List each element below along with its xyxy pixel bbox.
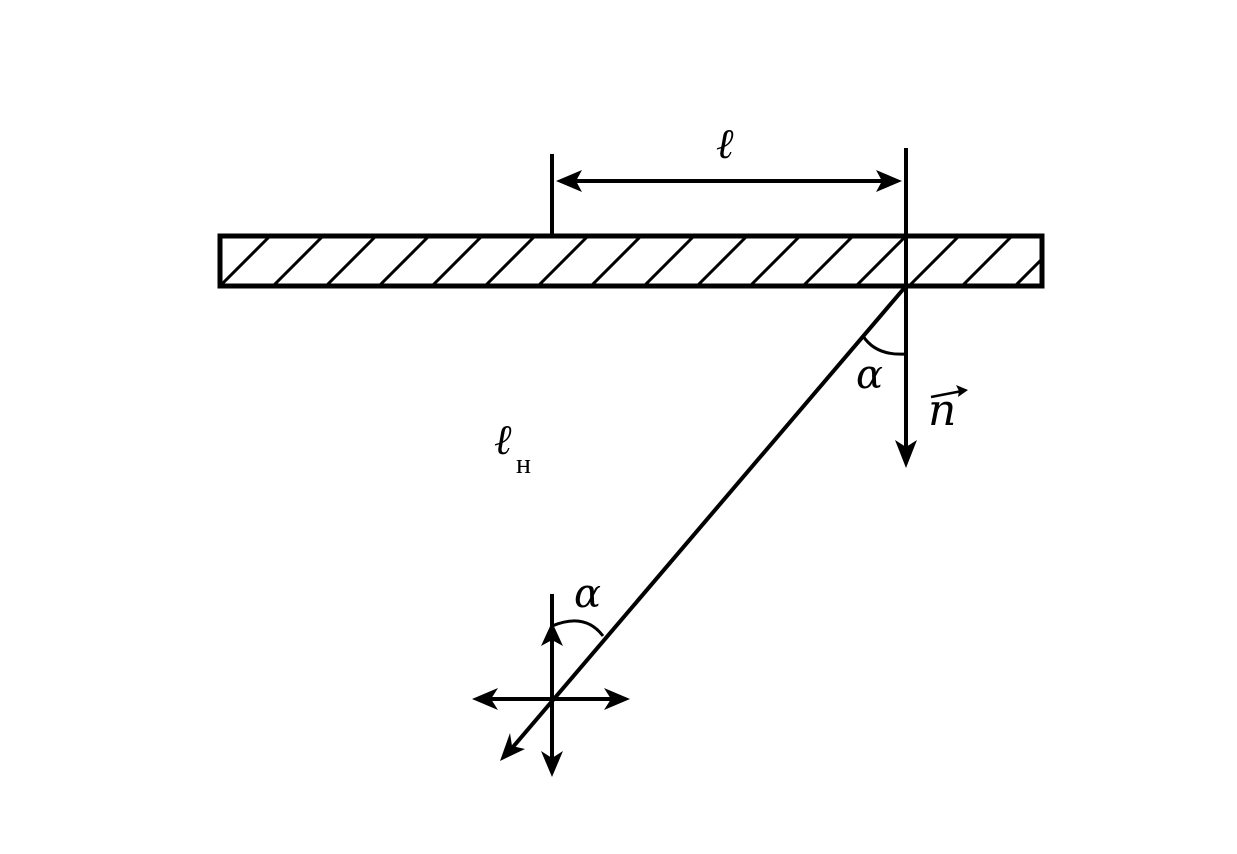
cross-arrow-left — [472, 688, 498, 710]
normal-vector-label: n — [928, 385, 968, 436]
length-n-label: ℓ н — [494, 415, 531, 480]
angle-label-top: α — [856, 352, 883, 398]
oblique-ray-arrowhead — [500, 733, 525, 761]
oblique-ray — [505, 284, 908, 756]
normal-vector-arrowhead — [895, 440, 917, 468]
hatched-plate — [217, 233, 1045, 289]
cross-arrow-up — [541, 622, 563, 646]
angle-label-bottom: α — [574, 571, 601, 617]
length-n-main: ℓ — [494, 415, 512, 464]
dimension-arrow — [556, 170, 902, 192]
angle-arc-bottom — [551, 619, 605, 637]
length-n-subscript: н — [516, 449, 531, 480]
plate-hatching — [220, 236, 1042, 286]
vector-arrow-head — [956, 385, 968, 397]
cross-arrow-down — [541, 751, 563, 777]
angle-arc-top — [861, 335, 907, 356]
length-label: ℓ — [716, 119, 734, 168]
plate-outline — [217, 233, 1045, 289]
vector-arrow-bar — [930, 389, 963, 399]
cross-arrow-right — [604, 688, 630, 710]
cross-arrows — [472, 594, 630, 777]
